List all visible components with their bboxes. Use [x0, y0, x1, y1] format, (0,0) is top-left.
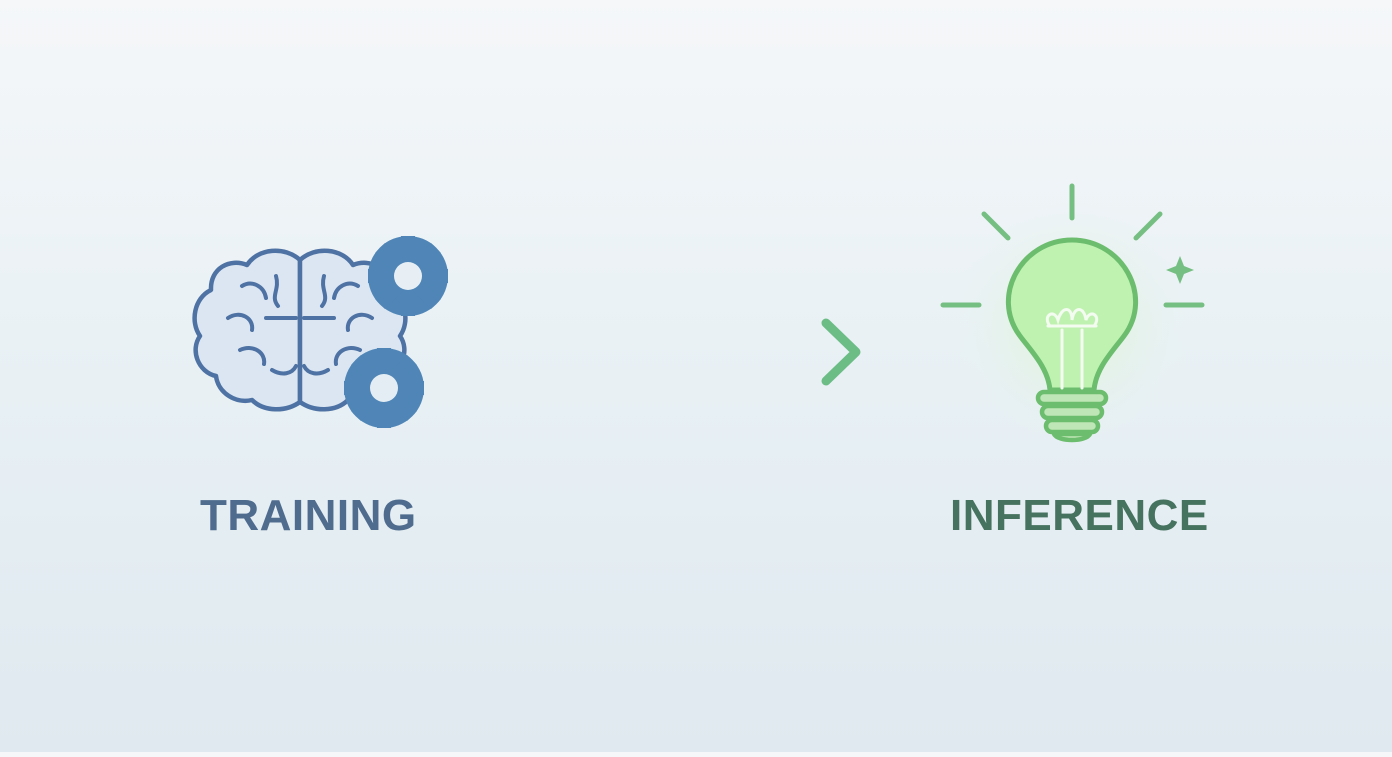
bulb-filament [1045, 308, 1099, 390]
training-label: TRAINING [200, 491, 417, 540]
inference-label: INFERENCE [950, 491, 1209, 540]
light-rays [940, 183, 1205, 308]
flow-arrow [539, 318, 861, 386]
gear-icon-top [368, 236, 448, 316]
bulb-base [1035, 389, 1109, 443]
gear-icon-bottom [344, 348, 424, 428]
brain-gears-icon [192, 236, 448, 428]
sparkle-icon [1166, 256, 1194, 284]
lightbulb-icon [940, 183, 1205, 443]
